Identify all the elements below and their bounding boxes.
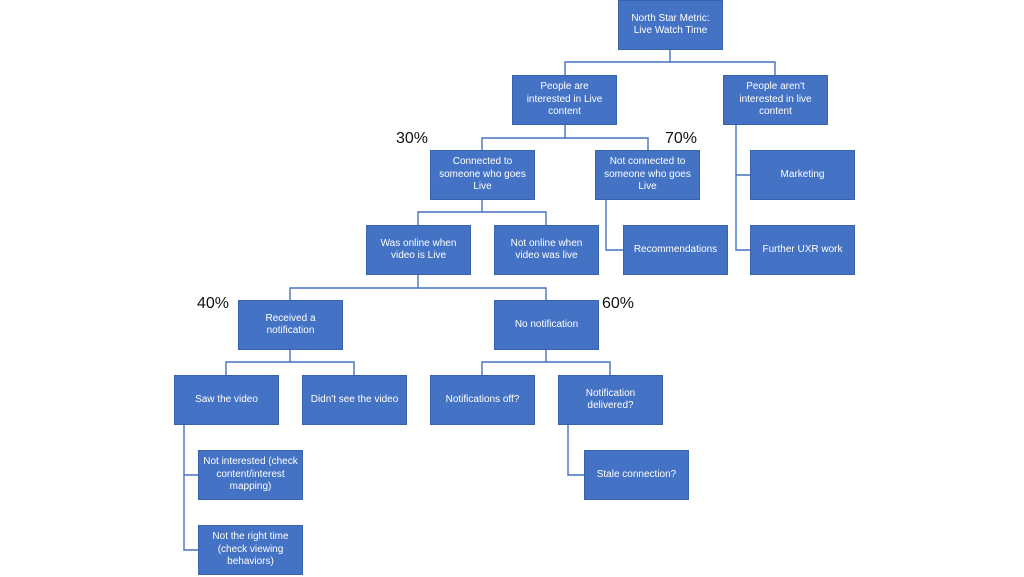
- node-not-right-time: Not the right time (check viewing behavi…: [198, 525, 303, 575]
- node-didnt-see-video: Didn't see the video: [302, 375, 407, 425]
- connector-saw-not-interested: [183, 425, 198, 476]
- node-notifications-off: Notifications off?: [430, 375, 535, 425]
- node-not-connected: Not connected to someone who goes Live: [595, 150, 700, 200]
- connector-received-didnt-see: [290, 361, 355, 375]
- connector-not-interested-uxr: [735, 175, 750, 251]
- node-received-notification: Received a notification: [238, 300, 343, 350]
- node-further-uxr-work: Further UXR work: [750, 225, 855, 275]
- connector-interested-connected: [481, 125, 566, 150]
- connector-saw-not-right-time: [183, 475, 198, 551]
- node-notification-delivered: Notification delivered?: [558, 375, 663, 425]
- node-interested-in-live: People are interested in Live content: [512, 75, 617, 125]
- percent-label-not-connected: 70%: [665, 130, 698, 147]
- connector-online-no-notification: [418, 287, 547, 300]
- percent-label-received-notification: 40%: [197, 295, 230, 312]
- connector-not-interested-marketing: [735, 125, 750, 176]
- connector-root-interested: [564, 50, 671, 75]
- node-connected: Connected to someone who goes Live: [430, 150, 535, 200]
- node-no-notification: No notification: [494, 300, 599, 350]
- connector-no-notification-off: [481, 350, 547, 375]
- connector-no-notification-delivered: [546, 361, 611, 375]
- connector-connected-online: [417, 200, 483, 225]
- node-not-interested-in-live: People aren't interested in live content: [723, 75, 828, 125]
- node-was-online: Was online when video is Live: [366, 225, 471, 275]
- connector-root-not-interested: [670, 61, 776, 75]
- node-saw-video: Saw the video: [174, 375, 279, 425]
- node-not-interested-check: Not interested (check content/interest m…: [198, 450, 303, 500]
- node-marketing: Marketing: [750, 150, 855, 200]
- connector-received-saw: [225, 350, 291, 375]
- connector-not-connected-recommendations: [605, 200, 623, 251]
- connector-interested-not-connected: [565, 137, 649, 150]
- node-not-online: Not online when video was live: [494, 225, 599, 275]
- connector-connected-not-online: [482, 211, 547, 225]
- percent-label-no-notification: 60%: [602, 295, 635, 312]
- node-stale-connection: Stale connection?: [584, 450, 689, 500]
- node-recommendations: Recommendations: [623, 225, 728, 275]
- node-north-star-metric: North Star Metric: Live Watch Time: [618, 0, 723, 50]
- connector-online-received: [289, 275, 419, 300]
- connector-delivered-stale: [567, 425, 584, 476]
- percent-label-connected: 30%: [396, 130, 429, 147]
